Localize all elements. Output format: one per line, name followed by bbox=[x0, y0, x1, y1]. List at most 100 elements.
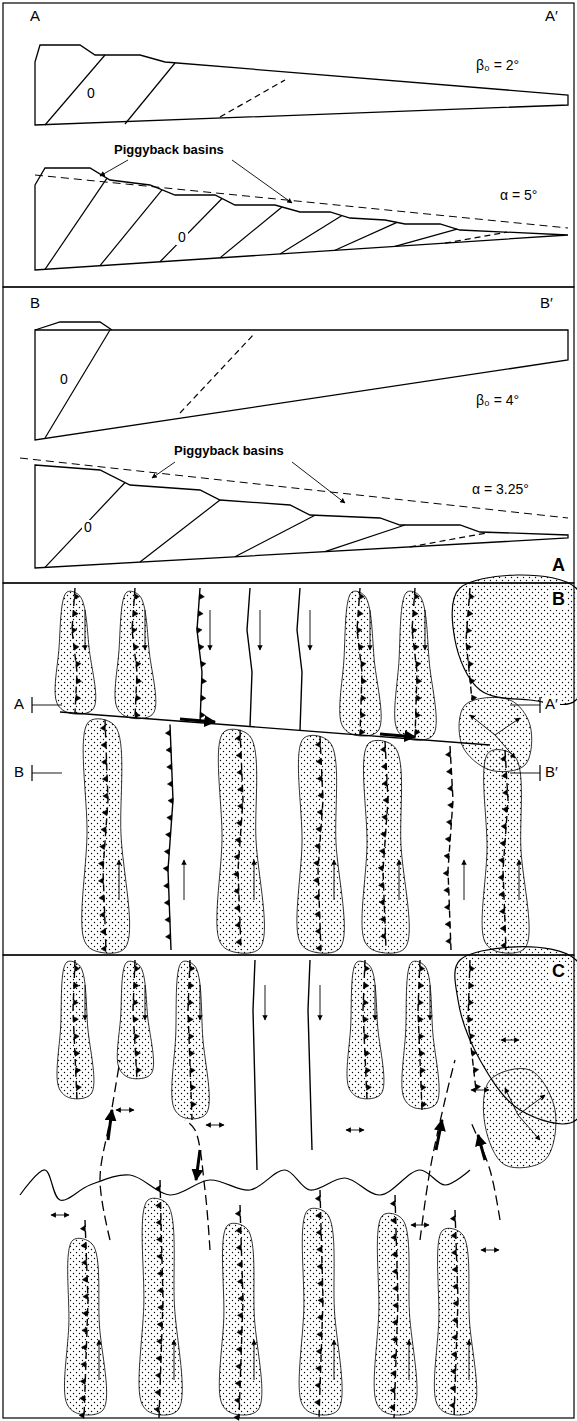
thrust-tooth bbox=[237, 1261, 242, 1267]
thrust-ramp bbox=[445, 232, 507, 243]
thrust-tooth bbox=[156, 1219, 161, 1225]
thrust-tooth bbox=[316, 1212, 321, 1218]
thrust-tooth bbox=[315, 843, 320, 849]
thrust-tooth bbox=[358, 610, 363, 616]
thrust-tooth bbox=[392, 1268, 397, 1274]
thrust-tooth bbox=[100, 844, 105, 850]
thrust-tooth bbox=[468, 1016, 473, 1022]
thrust-tooth bbox=[191, 1101, 196, 1107]
thrust-tooth bbox=[157, 1253, 162, 1259]
thrust-tooth bbox=[166, 934, 171, 940]
thrust-tooth bbox=[414, 593, 419, 599]
fault-trace bbox=[84, 1220, 88, 1418]
motion-arrow bbox=[436, 1120, 442, 1150]
thrust-ramp bbox=[220, 80, 285, 117]
thrust-ramp bbox=[160, 199, 222, 262]
thrust-tooth bbox=[80, 1395, 85, 1401]
thrust-tooth bbox=[156, 1202, 161, 1208]
panel-letter: A bbox=[550, 556, 567, 576]
thrust-tooth bbox=[238, 803, 243, 809]
thrust-tooth bbox=[102, 810, 107, 816]
thrust-tooth bbox=[102, 776, 107, 782]
thrust-tooth bbox=[198, 610, 203, 616]
wedge-section bbox=[35, 168, 568, 270]
motion-arrow bbox=[85, 610, 86, 650]
motion-arrow bbox=[108, 1110, 112, 1140]
motion-arrow bbox=[232, 160, 292, 203]
motion-arrow bbox=[399, 860, 400, 900]
thrust-tooth bbox=[414, 644, 419, 650]
thrust-tooth bbox=[316, 1365, 321, 1371]
thrust-tooth bbox=[100, 929, 105, 935]
thrust-tooth bbox=[317, 809, 322, 815]
fault-trace bbox=[363, 960, 367, 1100]
motion-arrow bbox=[180, 719, 215, 722]
thrust-tooth bbox=[167, 764, 172, 770]
thrust-tooth bbox=[81, 1361, 86, 1367]
figure-label: α = 3.25° bbox=[470, 482, 531, 497]
thrust-tooth bbox=[316, 1229, 321, 1235]
taper-line bbox=[20, 458, 568, 518]
thrust-tooth bbox=[444, 853, 449, 859]
thrust-ramp bbox=[125, 63, 175, 124]
thrust-tooth bbox=[166, 747, 171, 753]
thrust-tooth bbox=[190, 1067, 195, 1073]
thrust-tooth bbox=[361, 661, 366, 667]
fold-axis bbox=[501, 1040, 519, 1041]
thrust-tooth bbox=[236, 820, 241, 826]
panel-letter: B bbox=[550, 590, 567, 610]
thrust-tooth bbox=[74, 982, 79, 988]
thrust-ramp bbox=[45, 330, 110, 438]
fault-trace bbox=[253, 960, 257, 1170]
thrust-tooth bbox=[318, 792, 323, 798]
thrust-tooth bbox=[393, 1285, 398, 1291]
motion-arrow bbox=[254, 1340, 255, 1380]
tear-fault bbox=[60, 712, 490, 745]
thrust-tooth bbox=[468, 999, 473, 1005]
thrust-tooth bbox=[188, 1016, 193, 1022]
thrust-tooth bbox=[315, 1399, 320, 1405]
thrust-ramp bbox=[100, 190, 162, 266]
thrust-tooth bbox=[101, 946, 106, 952]
thrust-tooth bbox=[444, 887, 449, 893]
thrust-tooth bbox=[500, 840, 505, 846]
thrust-tooth bbox=[82, 1259, 87, 1265]
thrust-tooth bbox=[470, 678, 475, 684]
motion-arrow bbox=[145, 985, 146, 1020]
basin-stipple bbox=[217, 729, 265, 953]
thrust-tooth bbox=[393, 1302, 398, 1308]
motion-arrow bbox=[518, 1115, 540, 1140]
thrust-tooth bbox=[468, 661, 473, 667]
basin-stipple bbox=[482, 750, 529, 954]
thrust-tooth bbox=[313, 877, 318, 883]
thrust-tooth bbox=[133, 1016, 138, 1022]
motion-arrow bbox=[265, 985, 266, 1020]
fault-trace bbox=[73, 960, 77, 1100]
thrust-tooth bbox=[445, 751, 450, 757]
thrust-tooth bbox=[157, 1270, 162, 1276]
thrust-tooth bbox=[158, 1287, 163, 1293]
fault-trace bbox=[308, 960, 312, 1150]
thrust-tooth bbox=[74, 1033, 79, 1039]
motion-arrow bbox=[519, 860, 520, 900]
thrust-ramp bbox=[280, 216, 342, 254]
thrust-tooth bbox=[318, 1280, 323, 1286]
thrust-tooth bbox=[167, 815, 172, 821]
thrust-tooth bbox=[74, 593, 79, 599]
thrust-tooth bbox=[83, 1310, 88, 1316]
thrust-tooth bbox=[392, 1251, 397, 1257]
thrust-ramp bbox=[180, 333, 255, 413]
figure-label: B bbox=[28, 295, 42, 312]
motion-arrow bbox=[200, 985, 201, 1020]
thrust-tooth bbox=[236, 752, 241, 758]
thrust-tooth bbox=[236, 1244, 241, 1250]
thrust-tooth bbox=[445, 836, 450, 842]
thrust-tooth bbox=[421, 1084, 426, 1090]
motion-arrow bbox=[210, 610, 211, 650]
panel-letter: C bbox=[550, 962, 567, 982]
fault-trace bbox=[318, 736, 323, 950]
thrust-tooth bbox=[80, 1378, 85, 1384]
motion-arrow bbox=[518, 1095, 545, 1115]
